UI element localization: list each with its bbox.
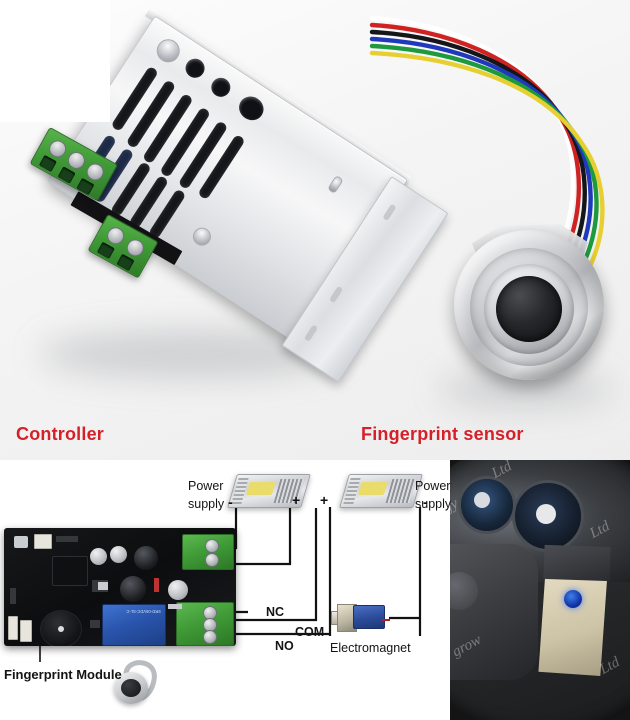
buzzer-image xyxy=(40,610,82,646)
product-photo-panel: Controller Fingerprint sensor xyxy=(0,0,630,460)
sensor-scan-window xyxy=(496,276,562,342)
relay-image: SRD-05VDC-SL-C xyxy=(102,604,166,646)
power-supply-right-label-line2: supply xyxy=(415,497,452,511)
caption-fingerprint-sensor: Fingerprint sensor xyxy=(361,424,524,444)
relay-part-number: SRD-05VDC-SL-C xyxy=(126,609,161,614)
label-com: COM xyxy=(295,625,325,639)
controller-pcb-image: SRD-05VDC-SL-C xyxy=(4,528,236,646)
white-mask-overlay xyxy=(0,0,110,122)
pcb-terminal-3pin xyxy=(176,602,234,646)
caption-controller: Controller xyxy=(16,424,105,444)
psu-left-minus-sign: - xyxy=(228,494,233,510)
electromagnet-image xyxy=(331,602,390,634)
vent-hole xyxy=(234,91,269,125)
airbag-hub xyxy=(450,544,538,680)
power-supply-left-label-line2: supply xyxy=(188,497,225,511)
label-electromagnet: Electromagnet xyxy=(330,641,411,655)
vent-hole xyxy=(181,55,209,82)
label-nc: NC xyxy=(266,605,285,619)
installed-fingerprint-reader xyxy=(564,590,582,608)
label-no: NO xyxy=(275,639,294,653)
ribbon-cable xyxy=(369,22,605,269)
mount-hole xyxy=(189,224,215,250)
fingerprint-sensor-photo xyxy=(432,222,624,408)
psu-left-plus-sign: + xyxy=(292,492,301,508)
module-scan-window xyxy=(121,679,141,697)
psu-right-minus-sign: - xyxy=(423,494,428,510)
car-dashboard-install-photo: Ltd gy Ltd grow Ltd xyxy=(450,460,630,720)
psu-right-plus-sign: + xyxy=(320,492,329,508)
vent-hole xyxy=(207,74,234,101)
wiring-diagram-panel: Ltd gy Ltd grow Ltd xyxy=(0,460,630,720)
power-supply-right-label-line1: Power xyxy=(415,479,451,493)
fingerprint-module-thumbnail xyxy=(108,660,164,706)
label-fingerprint-module: Fingerprint Module xyxy=(4,667,122,682)
mount-hole xyxy=(152,34,185,67)
case-dimple xyxy=(327,174,344,195)
power-supply-right-image xyxy=(339,474,423,508)
pcb-terminal-2pin xyxy=(182,534,234,570)
power-supply-left-label-line1: Power xyxy=(188,479,224,493)
